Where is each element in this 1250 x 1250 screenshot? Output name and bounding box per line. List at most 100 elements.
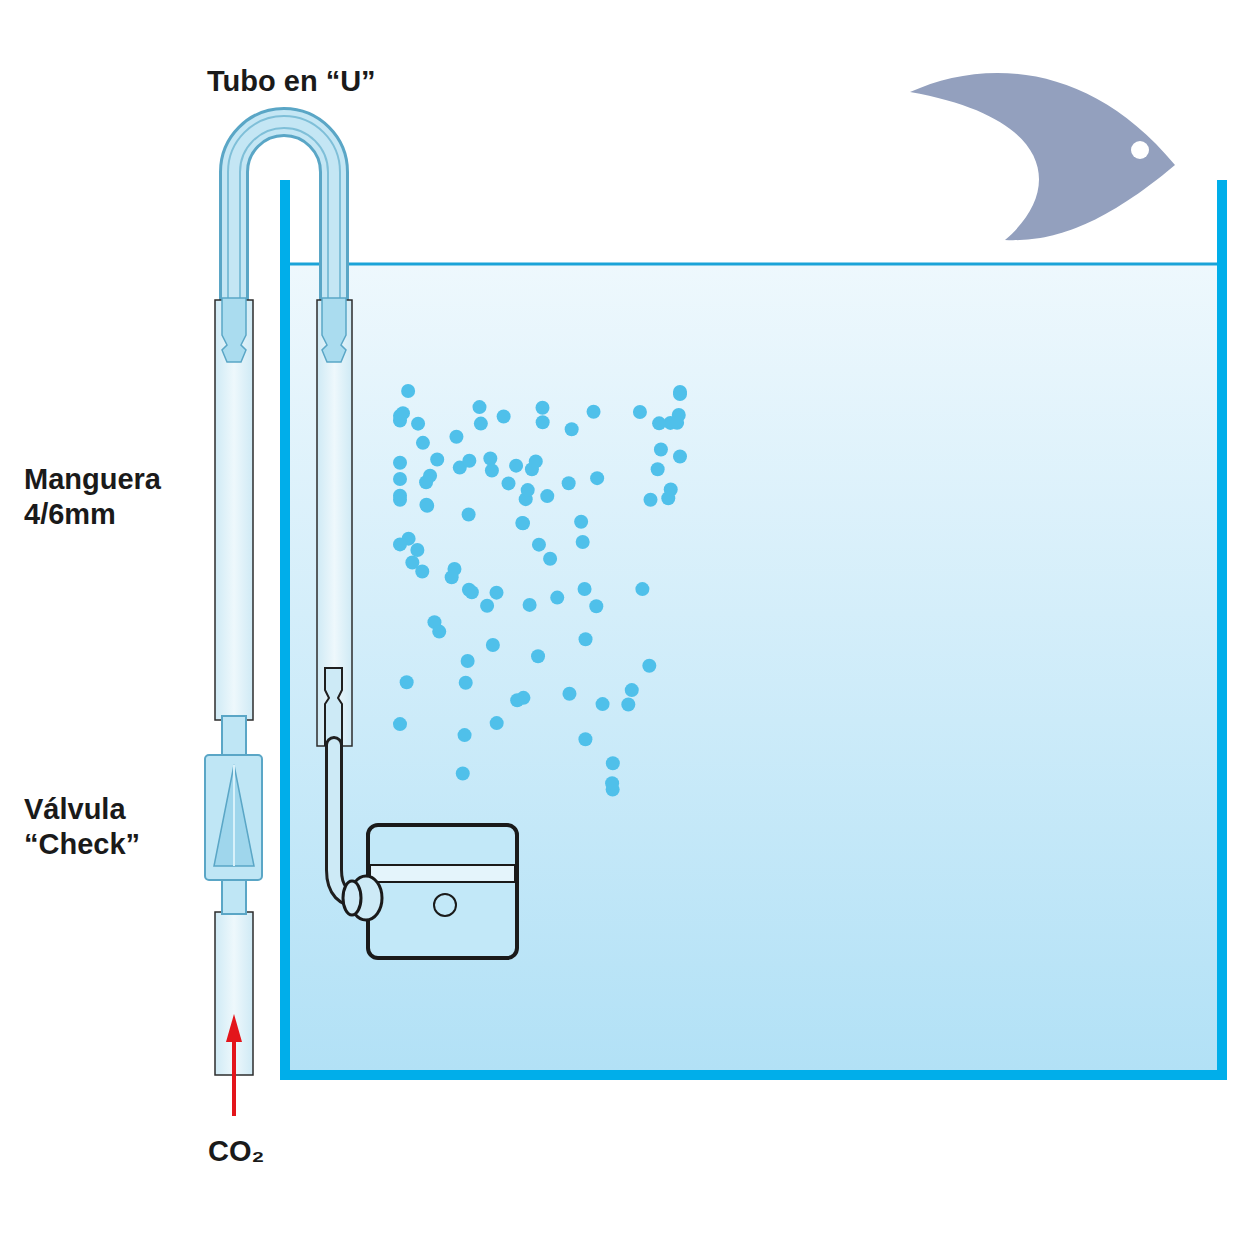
co2-flow-arrow-part — [226, 1014, 242, 1042]
co2-flow-arrow — [226, 1014, 242, 1116]
co2-bubbles-part — [465, 585, 479, 599]
co2-bubbles-part — [393, 537, 407, 551]
co2-bubbles-part — [462, 508, 476, 522]
co2-bubbles-part — [393, 489, 407, 503]
co2-bubbles-part — [550, 591, 564, 605]
co2-bubbles-part — [670, 416, 684, 430]
co2-bubbles-part — [486, 638, 500, 652]
hose-left-part — [222, 298, 246, 362]
co2-bubbles-part — [673, 387, 687, 401]
co2-bubbles — [393, 384, 687, 797]
co2-bubbles-part — [606, 756, 620, 770]
hose-right — [317, 298, 352, 746]
co2-bubbles-part — [396, 406, 410, 420]
co2-bubbles-part — [485, 464, 499, 478]
co2-bubbles-part — [502, 476, 516, 490]
co2-bubbles-part — [419, 498, 433, 512]
co2-flow-arrow-part — [232, 1040, 236, 1116]
check-valve-part — [214, 765, 254, 866]
part-label: Válvula “Check” — [24, 792, 189, 863]
co2-bubbles-part — [472, 400, 486, 414]
co2-bubbles-part — [579, 632, 593, 646]
co2-bubbles-part — [543, 552, 557, 566]
co2-bubbles-part — [535, 401, 549, 415]
co2-bubbles-part — [497, 410, 511, 424]
co2-bubbles-part — [405, 555, 419, 569]
co2-reactor-part — [370, 865, 515, 882]
co2-bubbles-part — [419, 475, 433, 489]
co2-bubbles-part — [490, 716, 504, 730]
co2-bubbles-part — [635, 582, 649, 596]
co2-bubbles-part — [562, 476, 576, 490]
hose-right-part — [317, 300, 352, 746]
water-line — [290, 263, 1218, 266]
co2-reactor-part — [434, 894, 456, 916]
co2-bubbles-part — [416, 436, 430, 450]
co2-bubbles-part — [490, 586, 504, 600]
co2-bubbles-part — [652, 416, 666, 430]
co2-bubbles-part — [605, 776, 619, 790]
co2-bubbles-part — [432, 625, 446, 639]
hose-left-part — [215, 300, 253, 720]
co2-bubbles-part — [393, 456, 407, 470]
check-valve — [205, 716, 262, 914]
tank-wall — [285, 180, 1222, 1075]
hose-left — [215, 298, 253, 1075]
co2-bubbles-part — [621, 698, 635, 712]
co2-bubbles-part — [532, 538, 546, 552]
check-valve-part — [222, 878, 246, 914]
check-valve-part — [233, 765, 235, 866]
co2-bubbles-part — [411, 417, 425, 431]
part-label: Manguera 4/6mm — [24, 462, 202, 533]
co2-bubbles-part — [474, 417, 488, 431]
co2-reactor-part — [334, 745, 362, 900]
co2-reactor-part — [368, 825, 517, 958]
co2-bubbles-part — [642, 659, 656, 673]
co2-bubbles-part — [673, 449, 687, 463]
co2-bubbles-part — [661, 491, 675, 505]
u-tube-part — [234, 122, 334, 300]
hose-right-part — [325, 668, 342, 745]
co2-bubbles-part — [576, 535, 590, 549]
co2-bubbles-part — [458, 728, 472, 742]
co2-bubbles-part — [574, 515, 588, 529]
co2-bubbles-part — [651, 462, 665, 476]
u-tube-part — [228, 116, 340, 300]
part-label: CO₂ — [208, 1134, 298, 1169]
fish-logo-part — [910, 73, 1175, 240]
fish-logo — [910, 73, 1175, 240]
co2-bubbles-part — [449, 430, 463, 444]
check-valve-part — [205, 755, 262, 880]
co2-bubbles-part — [410, 543, 424, 557]
co2-bubbles-part — [401, 384, 415, 398]
co2-bubbles-part — [483, 451, 497, 465]
co2-bubbles-part — [565, 422, 579, 436]
co2-bubbles-part — [462, 454, 476, 468]
co2-bubbles-part — [393, 717, 407, 731]
co2-bubbles-part — [529, 454, 543, 468]
co2-bubbles-part — [430, 453, 444, 467]
co2-bubbles-part — [587, 405, 601, 419]
water — [290, 263, 1218, 1071]
co2-bubbles-part — [509, 459, 523, 473]
co2-bubbles-part — [625, 683, 639, 697]
co2-bubbles-part — [480, 599, 494, 613]
co2-bubbles-part — [589, 599, 603, 613]
co2-bubbles-part — [393, 472, 407, 486]
co2-bubbles-part — [643, 493, 657, 507]
co2-bubbles-part — [510, 693, 524, 707]
co2-bubbles-part — [578, 732, 592, 746]
co2-bubbles-part — [445, 570, 459, 584]
co2-reactor — [334, 745, 517, 958]
u-tube — [228, 116, 340, 300]
co2-bubbles-part — [540, 489, 554, 503]
co2-bubbles-part — [590, 471, 604, 485]
co2-bubbles-part — [578, 582, 592, 596]
co2-bubbles-part — [596, 697, 610, 711]
co2-bubbles-part — [521, 483, 535, 497]
co2-bubbles-part — [531, 649, 545, 663]
co2-reactor-part — [334, 745, 362, 900]
co2-bubbles-part — [633, 405, 647, 419]
